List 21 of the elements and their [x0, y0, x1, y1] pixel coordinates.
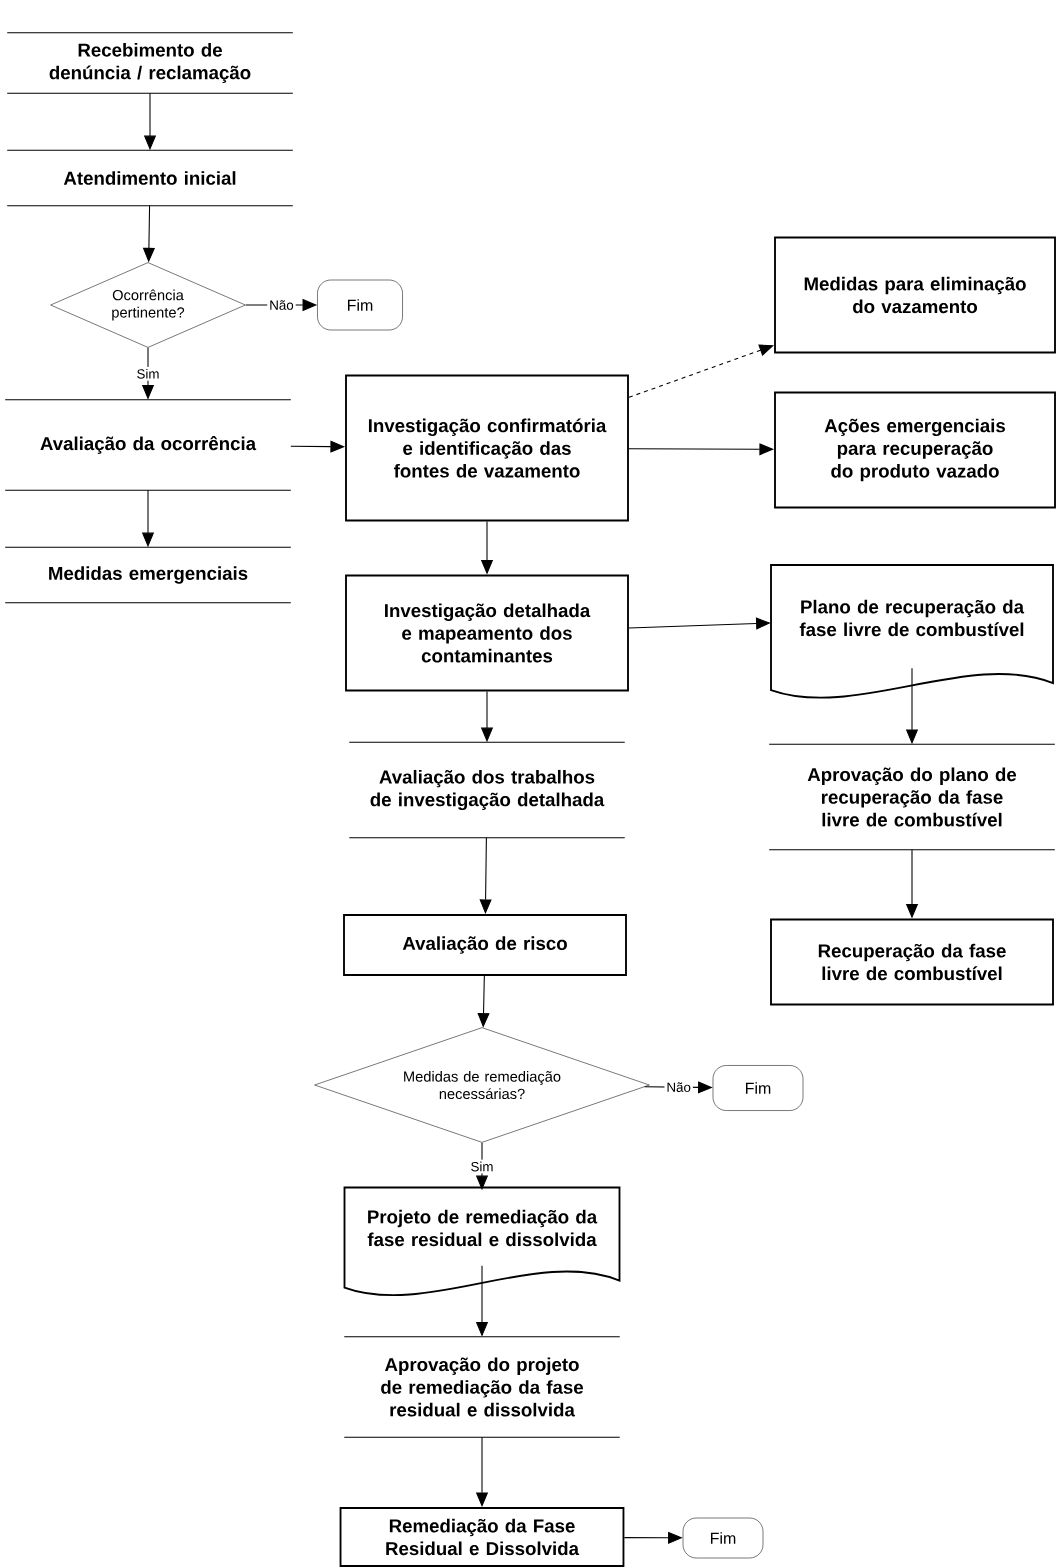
- process-step: Avaliação da ocorrência: [4, 399, 292, 491]
- process-step: Aprovação do projeto de remediação da fase residual e dissolvida: [343, 1336, 621, 1438]
- process-box: Ações emergenciais para recuperação do produto vazado: [774, 391, 1056, 509]
- process-step: Atendimento inicial: [6, 149, 294, 207]
- process-box: Avaliação de risco: [343, 914, 627, 976]
- process-step: Avaliação dos trabalhos de investigação detalhada: [348, 741, 626, 839]
- terminator-box: Fim: [712, 1065, 804, 1111]
- edge-label: Não: [664, 1080, 693, 1094]
- process-step: Medidas emergenciais: [4, 546, 292, 604]
- process-box: Recuperação da fase livre de combustível: [770, 918, 1054, 1006]
- edge-label: Não: [267, 298, 296, 312]
- process-box: Medidas para eliminação do vazamento: [774, 236, 1056, 354]
- process-box: Investigação confirmatória e identificação das fontes de vazamento: [345, 374, 629, 522]
- process-step: Recebimento de denúncia / reclamação: [6, 32, 294, 94]
- edge-label: Sim: [468, 1159, 496, 1174]
- edge-label: Sim: [134, 366, 162, 381]
- terminator-box: Fim: [317, 279, 403, 331]
- process-box: Remediação da Fase Residual e Dissolvida: [339, 1507, 625, 1567]
- process-box: Investigação detalhada e mapeamento dos contaminantes: [345, 574, 629, 692]
- process-step: Aprovação do plano de recuperação da fase livre de combustível: [768, 743, 1056, 851]
- terminator-box: Fim: [682, 1517, 764, 1559]
